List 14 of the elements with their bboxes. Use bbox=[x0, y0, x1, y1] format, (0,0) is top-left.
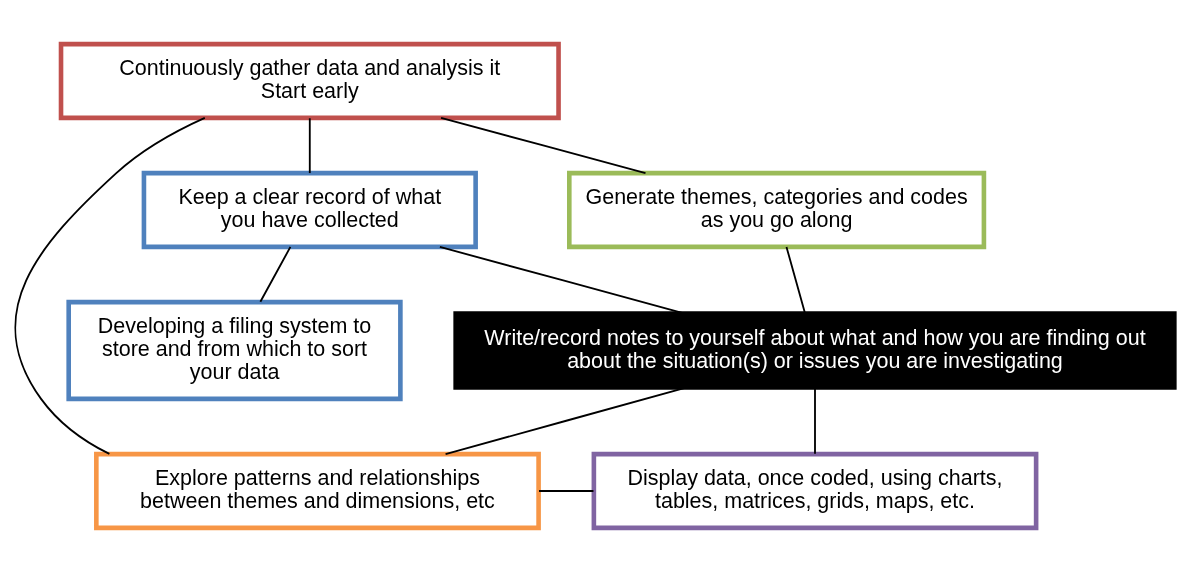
connector bbox=[785, 245, 806, 314]
node-box: Keep a clear record of what you have collected bbox=[141, 170, 478, 249]
node-box: Continuously gather data and analysis it Start early bbox=[58, 41, 561, 120]
connector bbox=[440, 116, 647, 174]
connector bbox=[814, 386, 816, 455]
connector bbox=[259, 245, 292, 303]
node-box: Developing a filing system to store and from which to sort your data bbox=[66, 299, 403, 401]
connector bbox=[538, 489, 595, 492]
node-box: Display data, once coded, using charts, tables, matrices, grids, maps, etc. bbox=[591, 451, 1039, 530]
connector bbox=[308, 116, 311, 174]
node-box: Explore patterns and relationships between themes and dimensions, etc bbox=[94, 451, 541, 530]
node-box: Generate themes, categories and codes as you go along bbox=[567, 170, 987, 249]
node-box: Write/record notes to yourself about what and how you are finding out about the situation(s) or issues you are investigating bbox=[453, 310, 1177, 390]
connector bbox=[14, 116, 206, 455]
